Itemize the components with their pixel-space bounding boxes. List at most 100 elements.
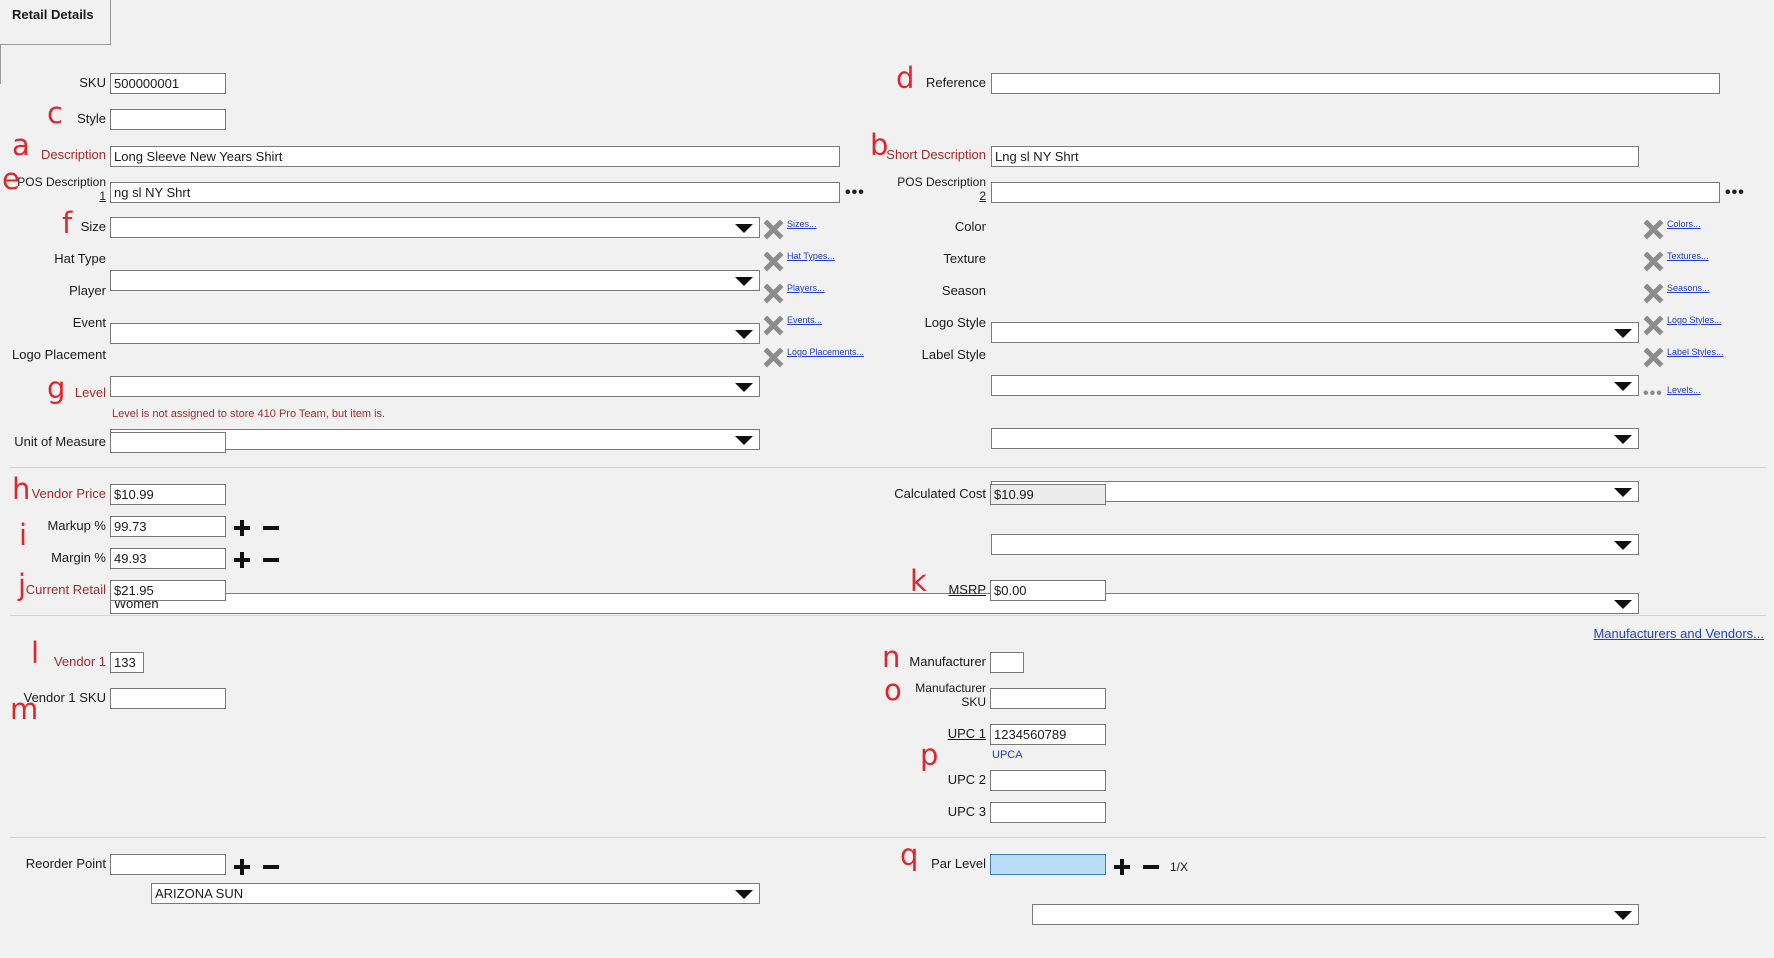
current-retail-label: Current Retail <box>25 582 106 597</box>
clear-texture-icon[interactable] <box>1644 252 1662 270</box>
pos-description-2-more-button[interactable]: ••• <box>1725 184 1745 201</box>
vendor-price-input[interactable]: $10.99 <box>110 484 226 505</box>
reorder-point-plus-icon[interactable] <box>233 858 251 876</box>
section-divider <box>10 837 1766 838</box>
manufacturer-code-input[interactable] <box>990 652 1024 673</box>
style-input[interactable] <box>110 109 226 130</box>
label-styles-link[interactable]: Label Styles... <box>1667 347 1724 357</box>
hat-type-dropdown[interactable] <box>110 270 760 291</box>
level-label: Level <box>74 385 106 400</box>
vendor-1-dropdown[interactable]: ARIZONA SUN <box>151 883 760 904</box>
level-warning: Level is not assigned to store 410 Pro T… <box>112 408 386 420</box>
logo-styles-link[interactable]: Logo Styles... <box>1667 315 1722 325</box>
event-dropdown[interactable] <box>110 376 760 397</box>
clear-logo-placement-icon[interactable] <box>764 348 782 366</box>
pos-description-1-more-button[interactable]: ••• <box>845 184 865 201</box>
vendor-1-code-input[interactable]: 133 <box>110 652 144 673</box>
clear-label-style-icon[interactable] <box>1644 348 1662 366</box>
unit-of-measure-input[interactable] <box>110 432 226 453</box>
player-dropdown[interactable] <box>110 323 760 344</box>
annotation-a: a <box>12 128 30 162</box>
clear-color-icon[interactable] <box>1644 220 1662 238</box>
logo-placements-link[interactable]: Logo Placements... <box>787 347 865 357</box>
pos-description-1-input[interactable]: ng sl NY Shrt <box>110 182 840 203</box>
annotation-l: l <box>31 636 40 670</box>
label-style-dropdown[interactable] <box>991 534 1639 555</box>
par-level-plus-icon[interactable] <box>1113 858 1131 876</box>
page-title: Retail Details <box>12 7 94 22</box>
current-retail-input[interactable]: $21.95 <box>110 580 226 601</box>
manufacturer-dropdown[interactable] <box>1032 904 1639 925</box>
level-more-button[interactable]: ••• <box>1643 385 1663 402</box>
levels-link[interactable]: Levels... <box>1667 385 1701 395</box>
clear-event-icon[interactable] <box>764 316 782 334</box>
upc-1-label: UPC 1 <box>947 726 986 741</box>
margin-minus-icon[interactable] <box>262 551 280 569</box>
seasons-link[interactable]: Seasons... <box>1667 283 1710 293</box>
section-divider <box>10 615 1766 616</box>
short-description-input[interactable]: Lng sl NY Shrt <box>991 146 1639 167</box>
annotation-n: n <box>882 640 901 674</box>
markup-input[interactable]: 99.73 <box>110 516 226 537</box>
upc-1-type: UPCA <box>992 749 1023 761</box>
chevron-down-icon <box>735 330 753 339</box>
color-dropdown[interactable] <box>991 322 1639 343</box>
manufacturer-sku-input[interactable] <box>990 688 1106 709</box>
reorder-point-minus-icon[interactable] <box>262 858 280 876</box>
reference-label: Reference <box>926 75 986 90</box>
description-label: Description <box>40 147 106 162</box>
chevron-down-icon <box>735 277 753 286</box>
chevron-down-icon <box>735 436 753 445</box>
par-level-input[interactable] <box>990 854 1106 875</box>
logo-placement-dropdown[interactable] <box>110 429 760 450</box>
clear-size-icon[interactable] <box>764 220 782 238</box>
unit-of-measure-label: Unit of Measure <box>14 434 106 449</box>
sizes-link[interactable]: Sizes... <box>787 219 817 229</box>
size-dropdown[interactable] <box>110 217 760 238</box>
markup-label: Markup % <box>47 518 106 533</box>
clear-season-icon[interactable] <box>1644 284 1662 302</box>
annotation-f: f <box>62 206 73 240</box>
level-dropdown[interactable]: Women <box>110 593 1639 614</box>
style-label: Style <box>77 111 106 126</box>
hat-types-link[interactable]: Hat Types... <box>787 251 835 261</box>
annotation-i: i <box>19 518 28 552</box>
players-link[interactable]: Players... <box>787 283 825 293</box>
markup-plus-icon[interactable] <box>233 519 251 537</box>
size-label: Size <box>80 219 106 234</box>
clear-player-icon[interactable] <box>764 284 782 302</box>
reference-input[interactable] <box>991 73 1720 94</box>
chevron-down-icon <box>1614 488 1632 497</box>
pos-description-1-label: POS Description 1 <box>17 175 106 203</box>
msrp-input[interactable]: $0.00 <box>990 580 1106 601</box>
annotation-q: q <box>900 838 919 872</box>
sku-input[interactable]: 500000001 <box>110 73 226 94</box>
events-link[interactable]: Events... <box>787 315 823 325</box>
upc-1-input[interactable]: 1234560789 <box>990 724 1106 745</box>
upc-2-label: UPC 2 <box>947 772 986 787</box>
description-input[interactable]: Long Sleeve New Years Shirt <box>110 146 840 167</box>
margin-input[interactable]: 49.93 <box>110 548 226 569</box>
markup-minus-icon[interactable] <box>262 519 280 537</box>
pos-description-2-input[interactable] <box>991 182 1720 203</box>
sku-label: SKU <box>79 75 106 90</box>
upc-3-input[interactable] <box>990 802 1106 823</box>
manufacturer-sku-label: Manufacturer SKU <box>915 681 986 709</box>
texture-dropdown[interactable] <box>991 375 1639 396</box>
upc-2-input[interactable] <box>990 770 1106 791</box>
margin-plus-icon[interactable] <box>233 551 251 569</box>
hat-type-label: Hat Type <box>54 251 106 266</box>
par-level-label: Par Level <box>931 856 986 871</box>
textures-link[interactable]: Textures... <box>1667 251 1709 261</box>
manufacturers-and-vendors-link[interactable]: Manufacturers and Vendors... <box>1593 626 1764 641</box>
vendor-1-sku-input[interactable] <box>110 688 226 709</box>
annotation-o: o <box>884 673 902 707</box>
colors-link[interactable]: Colors... <box>1667 219 1701 229</box>
clear-logo-style-icon[interactable] <box>1644 316 1662 334</box>
clear-hat-type-icon[interactable] <box>764 252 782 270</box>
par-level-minus-icon[interactable] <box>1142 858 1160 876</box>
pos-description-1-label-line2: 1 <box>99 189 106 203</box>
vendor-price-label: Vendor Price <box>31 486 106 501</box>
reorder-point-input[interactable] <box>110 854 226 875</box>
season-dropdown[interactable] <box>991 428 1639 449</box>
